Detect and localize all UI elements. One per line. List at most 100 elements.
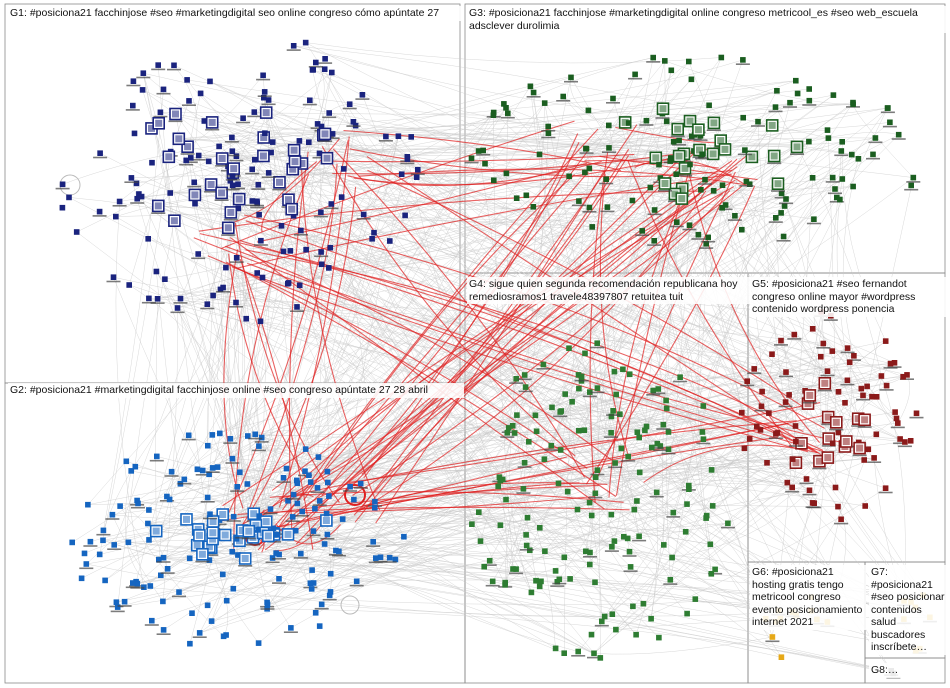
edge (143, 586, 644, 605)
vertex (102, 577, 108, 584)
vertex-image (198, 550, 206, 558)
edge (232, 523, 472, 552)
vertex (503, 496, 509, 503)
vertex (566, 173, 572, 180)
vertex-label-mark (708, 572, 723, 575)
vertex (806, 138, 812, 145)
vertex-image (221, 531, 229, 539)
vertex (187, 640, 193, 647)
vertex (408, 134, 415, 140)
vertex (196, 630, 203, 636)
edge (516, 414, 538, 443)
vertex-label-mark (223, 442, 238, 444)
vertex (136, 191, 142, 197)
edge (177, 307, 312, 590)
edge (147, 426, 647, 524)
edge (225, 534, 920, 649)
edge (158, 434, 213, 560)
vertex-label-mark (696, 442, 711, 445)
edge (794, 334, 886, 489)
edge (258, 445, 711, 545)
vertex (207, 78, 213, 85)
vertex (806, 97, 813, 104)
vertex (650, 387, 657, 394)
vertex-image (842, 438, 850, 445)
vertex-label-mark (692, 156, 707, 159)
edge (754, 368, 897, 419)
vertex (303, 246, 309, 253)
vertex (545, 123, 552, 130)
vertex (603, 176, 610, 182)
vertex (604, 204, 611, 210)
vertex (627, 564, 634, 570)
vertex-label-mark (587, 656, 601, 659)
vertex-label-mark (550, 585, 565, 587)
vertex-label-mark (320, 538, 335, 540)
vertex-label-mark (312, 504, 327, 506)
edge (305, 42, 722, 64)
vertex (520, 485, 527, 492)
edge (372, 125, 610, 542)
vertex-label-mark (160, 572, 175, 574)
vertex-label-mark (257, 95, 272, 97)
vertex-image (193, 541, 201, 549)
vertex (192, 200, 198, 207)
vertex (753, 423, 760, 430)
vertex (552, 568, 559, 574)
vertex (371, 229, 377, 236)
edge (258, 150, 479, 215)
vertex-label-mark (571, 655, 586, 657)
vertex (667, 158, 674, 164)
vertex (523, 192, 530, 199)
vertex (670, 139, 677, 145)
vertex-image (298, 160, 306, 167)
edge (407, 57, 654, 160)
vertex-image (195, 531, 203, 539)
vertex-image (721, 145, 729, 153)
vertex-label-mark (200, 307, 215, 310)
vertex-label-mark (92, 215, 107, 217)
vertex (210, 292, 216, 299)
edge (251, 188, 683, 534)
vertex-image (209, 529, 217, 537)
vertex (160, 598, 166, 605)
vertex (502, 581, 508, 588)
vertex (578, 373, 585, 380)
edge (332, 127, 479, 152)
vertex (525, 438, 532, 445)
edge (187, 75, 264, 147)
vertex (113, 213, 119, 220)
vertex-label-mark (536, 368, 551, 370)
vertex-label-mark (156, 633, 171, 635)
edge (186, 104, 854, 161)
edge (273, 136, 692, 535)
edge (254, 111, 586, 149)
vertex (613, 626, 619, 633)
vertex (249, 198, 256, 204)
vertex (778, 654, 785, 661)
vertex (296, 282, 303, 289)
vertex (766, 410, 772, 416)
vertex-label-mark (647, 244, 662, 246)
vertex-image (824, 413, 832, 421)
vertex-image (285, 196, 292, 204)
vertex (258, 237, 264, 244)
vertex (605, 122, 612, 129)
vertex (774, 430, 781, 436)
edge (239, 376, 904, 473)
edge (324, 69, 536, 416)
edge (627, 438, 829, 539)
edge (374, 507, 686, 533)
vertex (861, 457, 868, 463)
vertex (350, 119, 357, 125)
vertex (265, 170, 272, 176)
vertex (130, 102, 136, 109)
vertex-label-mark (891, 138, 906, 140)
vertex (608, 413, 615, 420)
vertex (324, 468, 331, 475)
vertex-image (686, 117, 694, 125)
vertex-image (224, 224, 232, 232)
vertex (160, 554, 167, 561)
vertex (327, 244, 334, 251)
edge (199, 214, 260, 536)
